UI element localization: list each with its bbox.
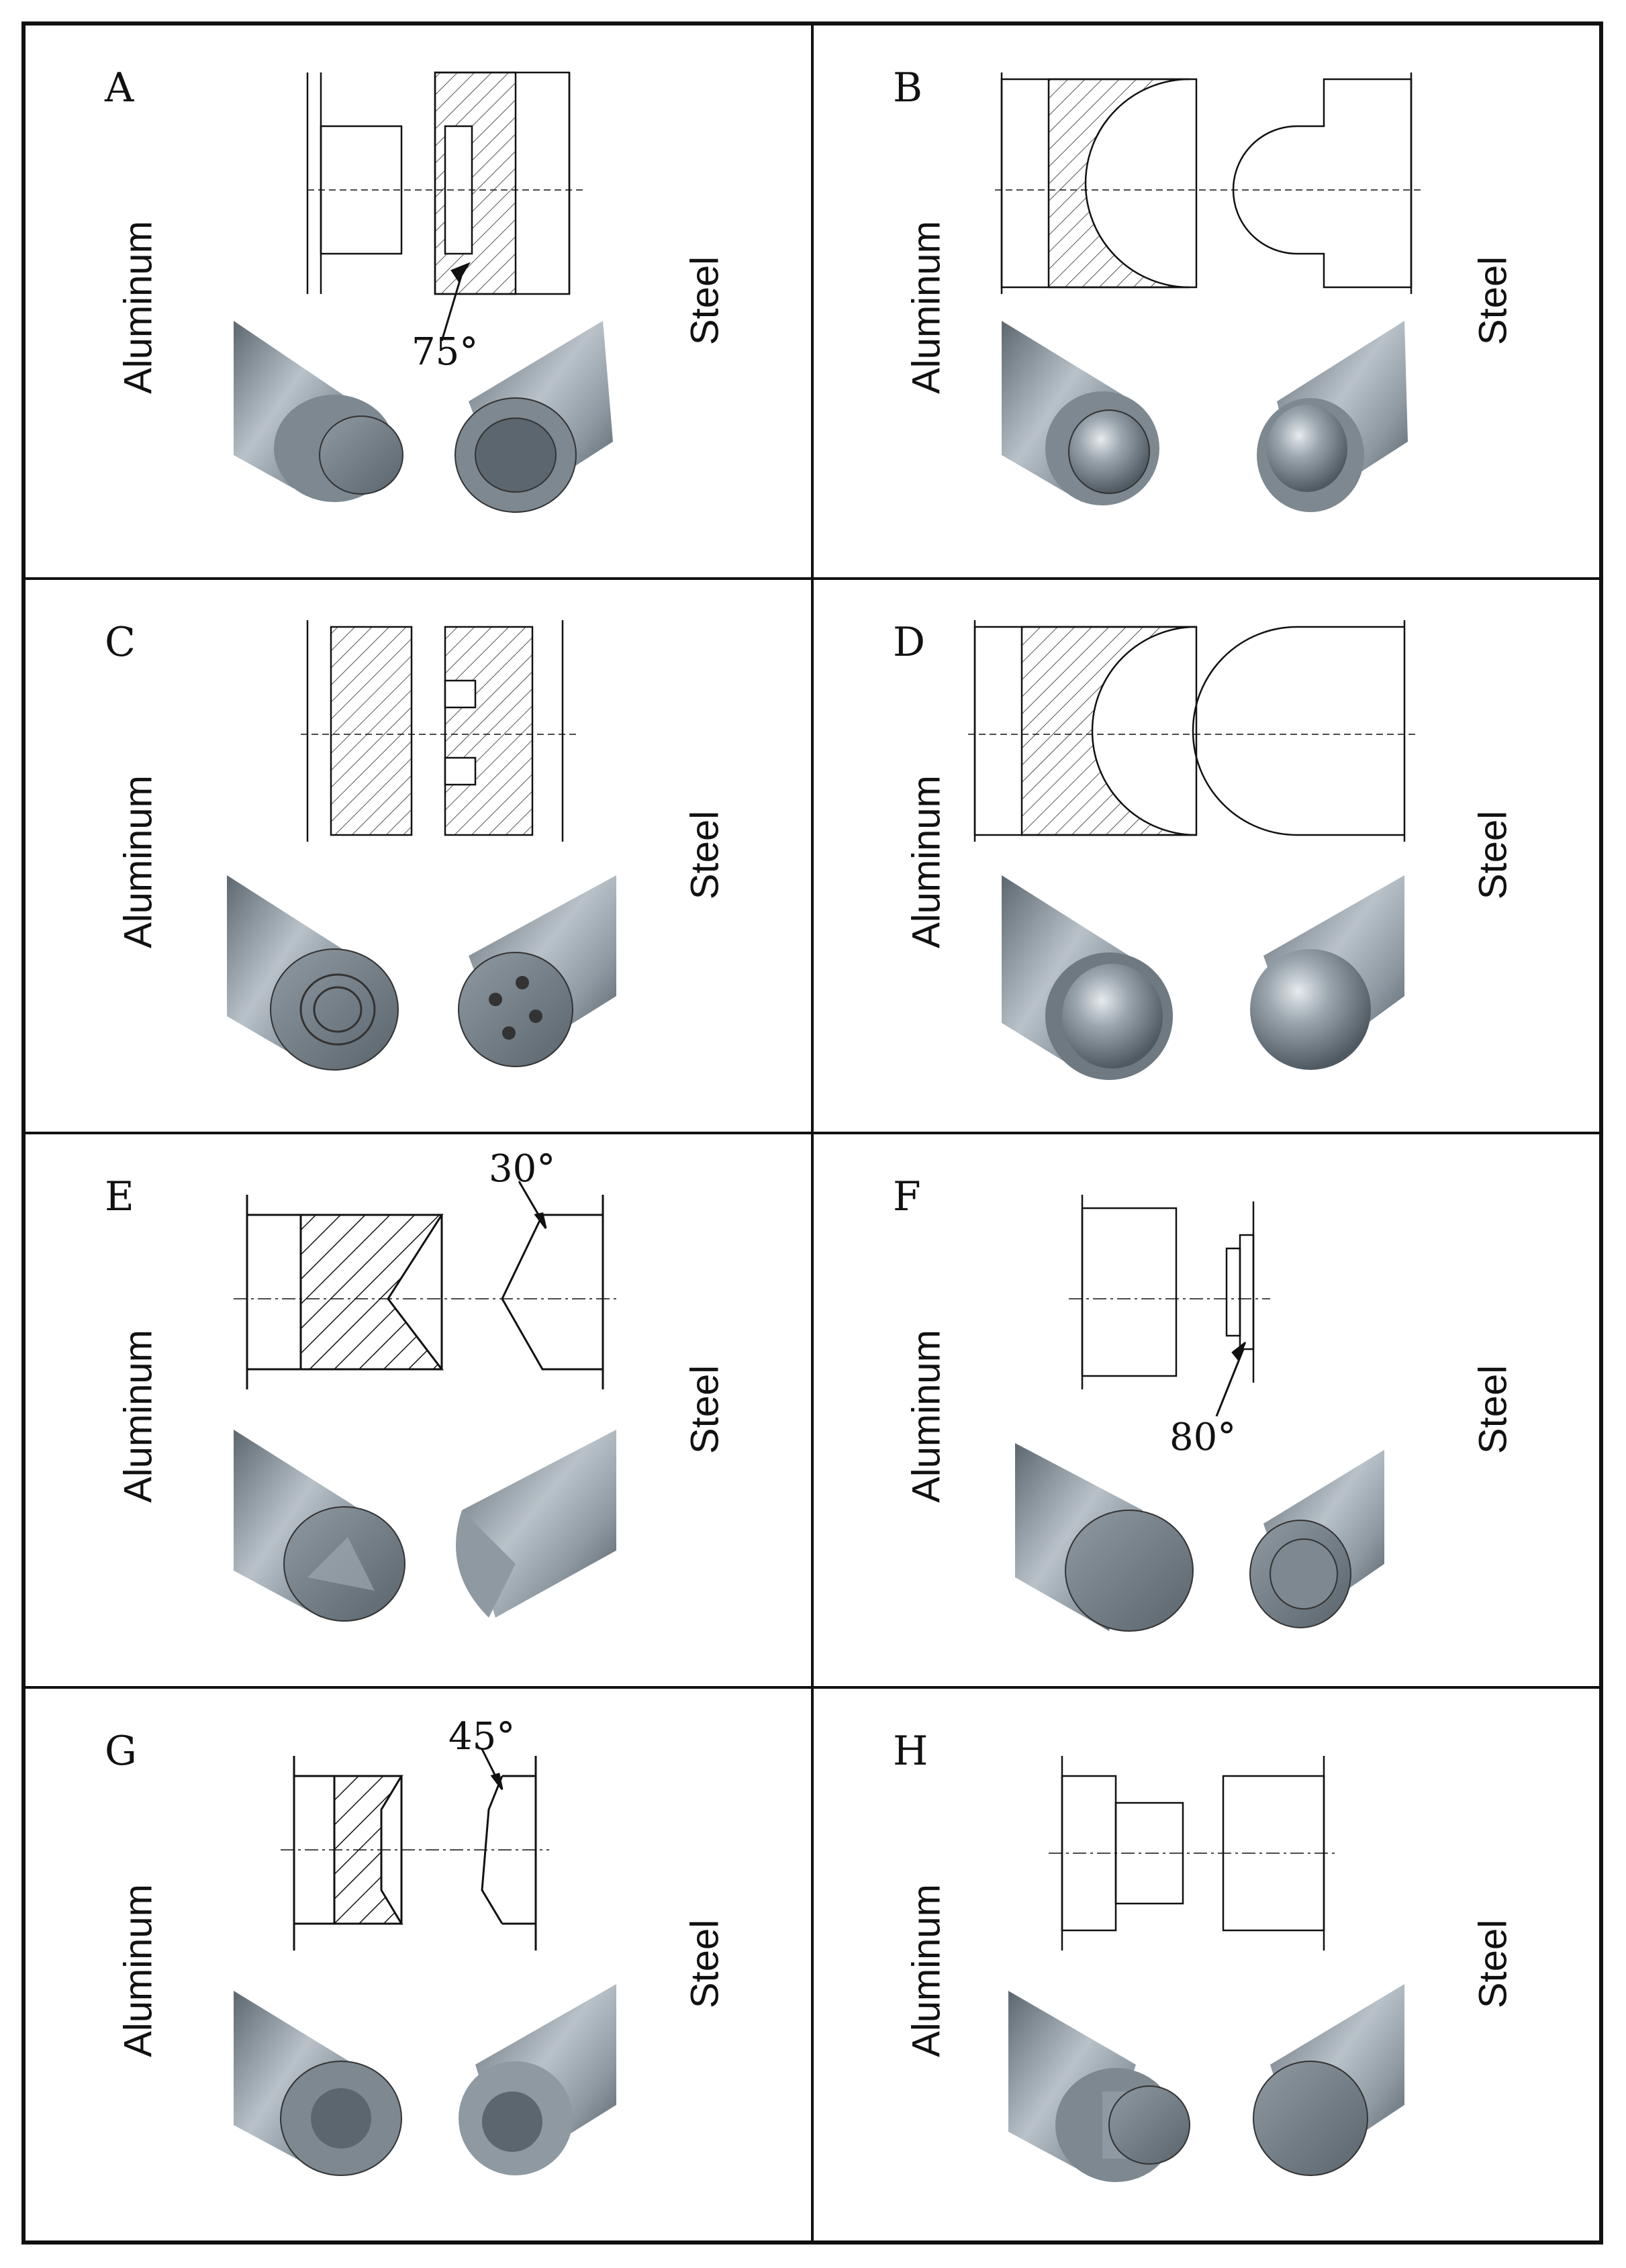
panel-f-drawing: 80° — [1015, 1195, 1384, 1632]
aluminum-rod-3d — [234, 1991, 402, 2176]
section-view — [306, 71, 583, 342]
panel-d-drawing — [968, 620, 1418, 1080]
aluminum-rod-3d — [227, 875, 399, 1071]
section-view — [968, 620, 1418, 842]
panel-f: F Aluminum Steel 80° — [812, 1133, 1600, 1687]
steel-rod-3d — [456, 1430, 616, 1618]
panel-g: G Aluminum Steel 45° — [24, 1687, 812, 2242]
panel-label: B — [893, 64, 923, 111]
panel-b-drawing — [995, 72, 1425, 512]
section-view — [1049, 1756, 1337, 1951]
panel-label: A — [105, 64, 134, 111]
panel-h-drawing — [1008, 1756, 1404, 2182]
panel-b: B Aluminum Steel — [812, 24, 1600, 579]
aluminum-rod-3d — [1002, 321, 1159, 505]
panel-label: F — [893, 1173, 921, 1220]
panel-h: H Aluminum Steel — [812, 1687, 1600, 2242]
steel-rod-3d — [1249, 1450, 1384, 1628]
panel-c-drawing — [227, 620, 616, 1071]
panel-c: C Aluminum Steel — [24, 579, 812, 1133]
section-view — [301, 620, 576, 842]
panel-a: A Aluminum Steel 75° — [24, 24, 812, 579]
panel-label: D — [893, 619, 926, 666]
angle-label: 80° — [1169, 1416, 1236, 1459]
aluminum-rod-3d — [1008, 1991, 1190, 2182]
panel-e: E Aluminum Steel 30° — [24, 1133, 812, 1687]
aluminum-rod-3d — [1002, 875, 1173, 1080]
angle-label: 30° — [489, 1147, 555, 1191]
angle-label: 75° — [412, 330, 478, 374]
steel-rod-3d — [458, 875, 616, 1067]
panel-a-drawing: 75° — [234, 71, 613, 513]
steel-rod-3d — [455, 321, 613, 513]
aluminum-rod-3d — [1015, 1443, 1194, 1632]
aluminum-rod-3d — [234, 321, 403, 502]
panel-e-drawing: 30° — [234, 1147, 616, 1622]
steel-rod-3d — [1253, 1984, 1404, 2176]
panel-label: H — [893, 1728, 928, 1775]
panel-label: C — [105, 619, 136, 666]
steel-rod-3d — [1257, 321, 1408, 512]
panel-label: E — [105, 1173, 134, 1220]
angle-label: 45° — [448, 1715, 515, 1759]
aluminum-rod-3d — [234, 1430, 405, 1622]
steel-rod-3d — [1250, 875, 1404, 1070]
section-view — [234, 1181, 616, 1389]
section-view — [281, 1748, 549, 1951]
steel-rod-3d — [459, 1984, 616, 2175]
figure-grid: A Aluminum Steel 75° — [21, 21, 1603, 2245]
section-view — [995, 72, 1425, 294]
panel-g-drawing: 45° — [234, 1715, 616, 2176]
section-view — [1069, 1195, 1270, 1417]
panel-d: D Aluminum Steel — [812, 579, 1600, 1133]
panel-label: G — [105, 1728, 137, 1775]
